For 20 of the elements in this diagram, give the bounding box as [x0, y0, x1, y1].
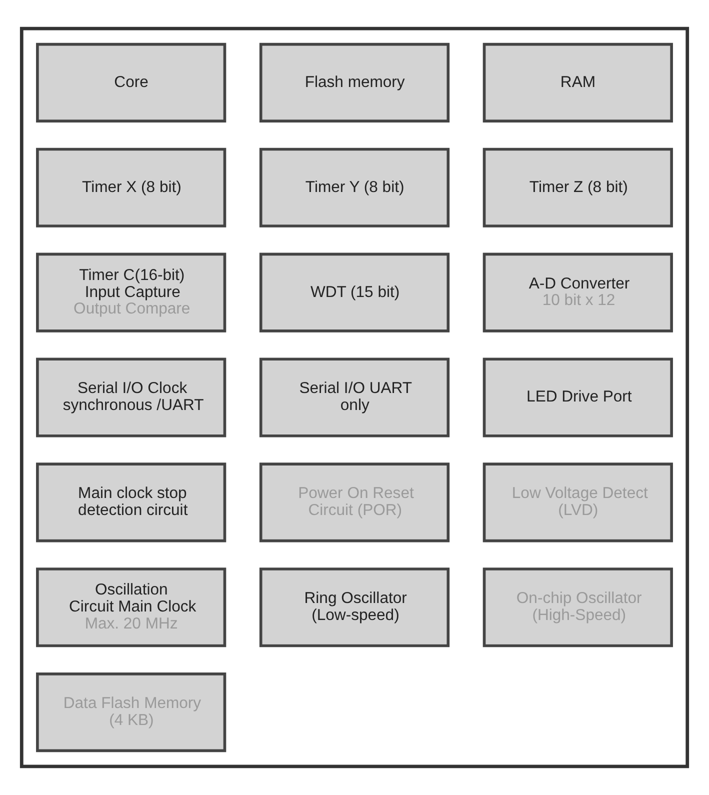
cluster: [20, 26, 690, 768]
node-box: Data Flash Memory (4 KB): [36, 672, 226, 752]
node-box: Serial I/O UART only: [259, 358, 450, 438]
node-box: RAM: [482, 42, 673, 122]
node-box: Flash memory: [259, 42, 450, 122]
node-box: LED Drive Port: [482, 358, 673, 438]
node-box: Serial I/O Clock synchronous /UART: [36, 358, 226, 438]
node-box: Power On Reset Circuit (POR): [259, 462, 450, 542]
node-box: Oscillation Circuit Main Clock Max. 20 MHz: [36, 568, 226, 648]
node-box: A-D Converter 10 bit x 12: [482, 252, 673, 332]
node-box: Core: [36, 42, 226, 122]
node-box: Timer Y (8 bit): [259, 148, 450, 228]
node-box: Timer Z (8 bit): [482, 148, 673, 228]
node-box: WDT (15 bit): [259, 252, 450, 332]
node-box: Timer X (8 bit): [36, 148, 226, 228]
node-box: Ring Oscillator (Low-speed): [259, 568, 450, 648]
node-box: Main clock stop detection circuit: [36, 462, 226, 542]
node-box: On-chip Oscillator (High-Speed): [482, 568, 673, 648]
node-box: Timer C(16-bit) Input Capture Output Compare: [36, 252, 226, 332]
node-box: Low Voltage Detect (LVD): [482, 462, 673, 542]
